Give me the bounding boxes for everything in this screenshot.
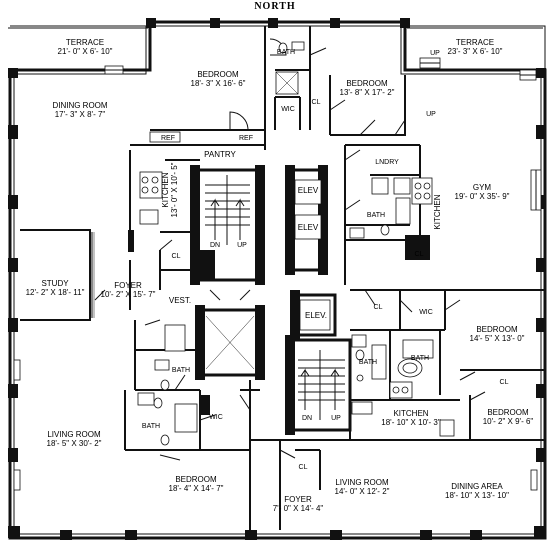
bedroom-north-2-name: BEDROOM [346,79,388,88]
terrace-left-name: TERRACE [66,38,104,47]
bath-east-1-label: BATH [359,359,377,366]
exterior-walls [8,18,547,540]
foyer-main-dims: 10'- 2" X 15'- 7" [101,290,156,299]
dining-area-dims: 18'- 10" X 13'- 10" [445,491,509,500]
lndry-label: LNDRY [375,159,399,166]
windows [13,57,542,491]
bath-east-2-label: BATH [411,355,429,362]
terrace-up-2-label: UP [426,111,436,118]
wic-east-label: WIC [419,309,433,316]
terrace-up-1-label: UP [430,50,440,57]
bedroom-east-1-dims: 14'- 5" X 13'- 0" [470,334,525,343]
terrace-left-dims: 21'- 0" X 6'- 10" [58,47,113,56]
living-room-west-dims: 18'- 5" X 30'- 2" [47,439,102,448]
bedroom-east-1-name: BEDROOM [476,325,518,334]
living-room-south-name: LIVING ROOM [335,478,389,487]
elev-2-label: ELEV [298,223,319,232]
living-room-west-name: LIVING ROOM [47,430,101,439]
up-1-label: UP [237,242,247,249]
cl-gym-label: CL [415,251,424,258]
kitchen-north-name: KITCHEN [161,172,170,207]
bedroom-north-1-name: BEDROOM [197,70,239,79]
ref-2-label: REF [239,135,253,142]
wic-north-label: WIC [281,106,295,113]
wic-west-label: WIC [209,414,223,421]
bath-north-label: BATH [277,49,295,56]
interior-walls [20,26,545,530]
cl-foyer-label: CL [172,253,181,260]
cl-south-label: CL [299,464,308,471]
terrace-right-dims: 23'- 3" X 6'- 10" [448,47,503,56]
foyer-south-dims: 7'- 0" X 14'- 4" [273,504,324,513]
study-name: STUDY [41,279,69,288]
bedroom-south-name: BEDROOM [175,475,217,484]
north-label: NORTH [254,1,295,12]
small-labels: BATH WIC CL PANTRY LNDRY BATH KITCHEN CL… [142,49,509,471]
up-2-label: UP [331,415,341,422]
fixtures [93,41,455,446]
vest-label: VEST. [169,296,191,305]
elev-1-label: ELEV [298,186,319,195]
elev-3-label: ELEV. [305,311,327,320]
gym-name: GYM [473,183,492,192]
bedroom-east-2-dims: 10'- 2" X 9'- 6" [483,417,534,426]
foyer-main-name: FOYER [114,281,142,290]
bath-gym-label: BATH [367,212,385,219]
cl-east-label: CL [374,304,383,311]
ref-1-label: REF [161,135,175,142]
dining-area-name: DINING AREA [451,482,503,491]
kitchen-south-dims: 18'- 10" X 10'- 3" [381,418,441,427]
bedroom-east-2-name: BEDROOM [487,408,529,417]
study-dims: 12'- 2" X 18'- 11" [26,288,85,297]
living-room-south-dims: 14'- 0" X 12'- 2" [335,487,390,496]
bath-west-1-label: BATH [172,367,190,374]
cl-north-label: CL [312,99,321,106]
kitchen-south-name: KITCHEN [393,409,428,418]
dn-2-label: DN [302,415,312,422]
dn-1-label: DN [210,242,220,249]
kitchen-gym-label: KITCHEN [433,194,442,229]
dining-room-name: DINING ROOM [52,101,107,110]
bedroom-south-dims: 18'- 4" X 14'- 7" [169,484,224,493]
gym-dims: 19'- 0" X 35'- 9" [455,192,510,201]
bedroom-north-2-dims: 13'- 8" X 17'- 2" [340,88,395,97]
bedroom-north-1-dims: 18'- 3" X 16'- 6" [191,79,246,88]
room-labels: TERRACE 21'- 0" X 6'- 10" TERRACE 23'- 3… [26,38,534,513]
cl-east-2-label: CL [500,379,509,386]
doors [94,38,486,461]
stair-core-2 [298,350,345,420]
foyer-south-name: FOYER [284,495,312,504]
pantry-label: PANTRY [204,150,236,159]
stair-core-1 [205,175,250,245]
dining-room-dims: 17'- 3" X 8'- 7" [55,110,106,119]
terrace-right-name: TERRACE [456,38,494,47]
kitchen-north-dims: 13'- 0" X 10'- 5" [170,162,179,217]
bath-west-2-label: BATH [142,423,160,430]
